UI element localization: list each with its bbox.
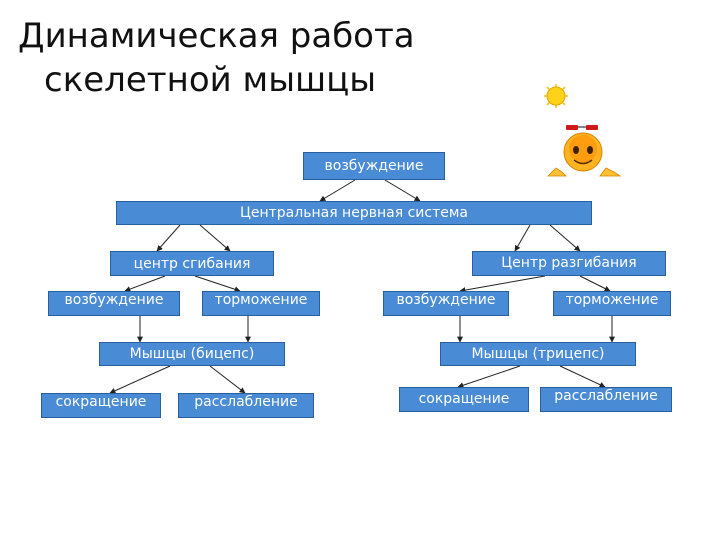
node-flex-inhibition: торможение [202, 291, 320, 316]
node-flexion-center: центр сгибания [110, 251, 274, 276]
arrow-biceps-to-contraction [109, 365, 171, 394]
arrow-flexion-to-excitation [124, 275, 166, 292]
node-triceps-contraction: сокращение [399, 387, 529, 412]
node-ext-excitation: возбуждение [383, 291, 509, 316]
title-line-2: скелетной мышцы [44, 60, 377, 100]
sun-icon [544, 84, 568, 108]
node-cns: Центральная нервная система [116, 201, 592, 225]
arrow-excitation-to-cns-right [384, 179, 421, 202]
node-triceps: Мышцы (трицепс) [440, 342, 636, 366]
hands-icon [547, 167, 622, 177]
arrow-cns-to-extension-left [514, 224, 531, 252]
slide-title: Динамическая работа скелетной мышцы [18, 14, 415, 102]
node-ext-inhibition: торможение [553, 291, 671, 316]
node-extension-center: Центр разгибания [472, 251, 666, 276]
node-biceps-relaxation: расслабление [178, 393, 314, 418]
sunglasses-icon [566, 125, 598, 130]
arrow-triceps-to-contraction [457, 365, 521, 389]
arrow-flexion-to-inhibition [194, 275, 241, 293]
arrow-cns-to-extension-right [549, 224, 581, 252]
smiley-face-icon [563, 132, 603, 172]
arrow-cns-to-flexion-right [199, 224, 231, 252]
title-line-1: Динамическая работа [18, 16, 415, 56]
node-biceps-contraction: сокращение [41, 393, 161, 418]
node-excitation-top: возбуждение [303, 152, 445, 180]
arrow-triceps-to-relaxation [559, 365, 606, 388]
arrow-biceps-to-relaxation [209, 365, 246, 394]
node-flex-excitation: возбуждение [48, 291, 180, 316]
node-biceps: Мышцы (бицепс) [99, 342, 285, 366]
arrow-excitation-to-cns-left [319, 179, 356, 202]
arrow-extension-to-excitation [459, 275, 546, 294]
node-triceps-relaxation: расслабление [540, 387, 672, 412]
sun-smiley-icon [544, 84, 622, 177]
arrow-extension-to-inhibition [579, 275, 611, 292]
arrow-cns-to-flexion-left [156, 224, 181, 252]
